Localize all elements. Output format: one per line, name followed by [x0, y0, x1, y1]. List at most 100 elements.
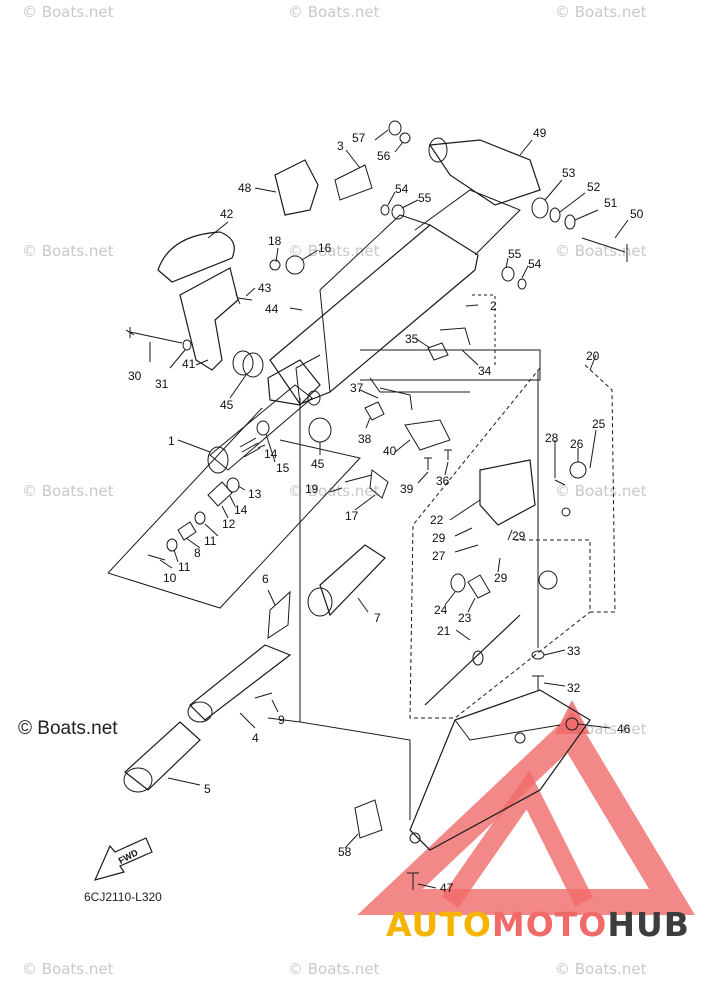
- leader-11b: [173, 549, 179, 563]
- callout-14a: 14: [234, 503, 248, 517]
- part-16: [285, 255, 305, 275]
- callout-54b: 54: [528, 257, 542, 271]
- outline-tube: [299, 398, 411, 820]
- part-34: [439, 327, 471, 346]
- leader-8: [185, 537, 201, 549]
- shaft-1: [209, 384, 313, 471]
- callout-58: 58: [338, 845, 352, 859]
- nut-18: [269, 259, 281, 271]
- callout-44: 44: [265, 302, 279, 316]
- watermark: © Boats.net: [288, 3, 380, 21]
- logo-part-hub: HUB: [607, 905, 690, 944]
- callout-29c: 29: [494, 571, 508, 585]
- callout-7: 7: [374, 611, 381, 625]
- leader-1: [177, 439, 211, 453]
- bushing-small: [307, 390, 321, 406]
- cable-21: [424, 614, 521, 706]
- switch-22: [479, 459, 536, 526]
- callout-22: 22: [430, 513, 444, 527]
- leader-4: [239, 712, 256, 729]
- callout-29b: 29: [512, 529, 526, 543]
- leader-3: [345, 149, 361, 169]
- part-11b: [166, 538, 178, 552]
- callout-3: 3: [337, 139, 344, 153]
- sleeve-7: [319, 544, 386, 617]
- screw-36: [444, 449, 452, 460]
- bushing-45a-b: [242, 352, 264, 378]
- leader-39: [417, 471, 429, 484]
- callout-43: 43: [258, 281, 272, 295]
- gear-26: [569, 461, 587, 479]
- callout-11a: 11: [204, 534, 217, 548]
- callout-26: 26: [570, 437, 584, 451]
- leader-12: [221, 505, 229, 519]
- pin-10: [147, 554, 166, 561]
- callout-27: 27: [432, 549, 446, 563]
- leader-38: [365, 417, 371, 429]
- part-15: [256, 420, 270, 436]
- callout-21: 21: [437, 624, 451, 638]
- callout-9: 9: [278, 713, 285, 727]
- fwd-arrow-icon: [93, 837, 153, 881]
- bracket-box: [360, 349, 541, 381]
- leader-24: [444, 591, 456, 606]
- part-37: [379, 387, 413, 411]
- bolt-50: [581, 237, 628, 262]
- dashed-box-20-left: [409, 367, 591, 719]
- cable-21-nut: [472, 650, 484, 666]
- leader-57: [374, 129, 389, 141]
- callout-37: 37: [350, 381, 364, 395]
- callout-4: 4: [252, 731, 259, 745]
- yoke: [267, 359, 321, 406]
- leader-54b: [521, 265, 529, 279]
- knob-17: [344, 469, 389, 499]
- watermark: © Boats.net: [555, 3, 647, 21]
- grip-4-end: [187, 701, 213, 723]
- washer-54b: [517, 278, 527, 290]
- bracket-lower: [369, 377, 470, 393]
- gear-upper: [538, 570, 558, 590]
- callout-17: 17: [345, 509, 359, 523]
- callout-1: 1: [168, 434, 175, 448]
- watermark: © Boats.net: [22, 3, 114, 21]
- callout-55b: 55: [508, 247, 522, 261]
- leader-33: [543, 649, 566, 656]
- leader-11a: [204, 523, 219, 537]
- callout-19: 19: [305, 482, 319, 496]
- tiller-arm-end: [295, 354, 321, 405]
- screw-9: [254, 692, 273, 699]
- grip-4: [189, 644, 292, 721]
- callout-42: 42: [220, 207, 234, 221]
- leader-46: [577, 723, 611, 729]
- callout-6: 6: [262, 572, 269, 586]
- grip-5: [124, 721, 201, 791]
- bracket-49-boss: [428, 137, 448, 163]
- leader-58: [344, 833, 359, 849]
- watermark: © Boats.net: [555, 242, 647, 260]
- handle-41: [179, 267, 239, 371]
- callout-25: 25: [592, 417, 606, 431]
- washer-33: [531, 650, 545, 660]
- callout-45b: 45: [311, 457, 325, 471]
- leader-9: [271, 699, 279, 713]
- bushing-45a: [232, 350, 254, 376]
- spring-14: [239, 437, 261, 458]
- callout-11b: 11: [178, 560, 191, 574]
- leader-43: [245, 287, 256, 297]
- grip-5-end: [123, 767, 153, 793]
- leader-31: [169, 349, 186, 369]
- leader-51: [574, 209, 599, 221]
- washer-54a: [380, 204, 390, 216]
- leader-6: [267, 589, 276, 606]
- leader-10: [159, 559, 173, 569]
- diagram-code: 6CJ2110-L320: [84, 890, 162, 904]
- leader-32: [543, 682, 566, 687]
- watermark: © Boats.net: [555, 482, 647, 500]
- logo-triangle: [357, 700, 695, 915]
- main-watermark: © Boats.net: [18, 718, 118, 739]
- leader-36: [444, 461, 449, 476]
- callout-8: 8: [194, 546, 201, 560]
- callout-57: 57: [352, 131, 366, 145]
- tiller-arm-top: [319, 214, 431, 393]
